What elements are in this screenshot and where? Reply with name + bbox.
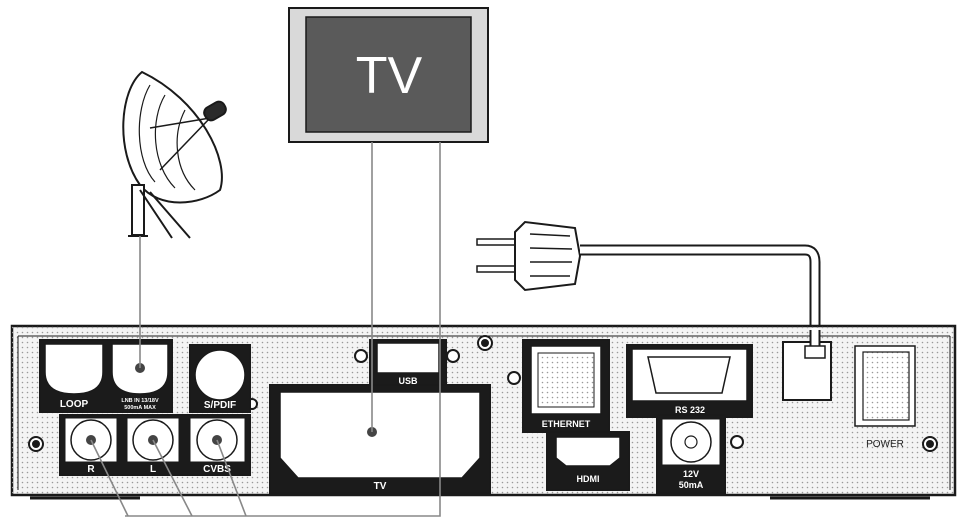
lnb-in-label-line1: LNB IN 13/18V xyxy=(121,398,159,404)
audio-l-label: L xyxy=(150,464,156,475)
cable-audio-l xyxy=(152,439,193,517)
power-switch[interactable] xyxy=(862,351,910,421)
scart-tv-port[interactable] xyxy=(279,391,481,479)
usb-label: USB xyxy=(398,376,418,386)
power-switch-group: POWER xyxy=(854,345,916,450)
spdif-port-group: S/PDIF xyxy=(189,344,251,413)
power-cord-inner xyxy=(580,246,819,350)
scart-tv-label: TV xyxy=(374,481,387,492)
rs232-label: RS 232 xyxy=(675,405,705,415)
dc-label-line1: 12V xyxy=(683,469,699,479)
ethernet-label: ETHERNET xyxy=(542,419,591,429)
audio-r-label: R xyxy=(87,464,95,475)
hdmi-port-group: HDMI xyxy=(546,431,630,491)
tv-set: TV xyxy=(288,7,489,143)
loop-port[interactable] xyxy=(44,343,104,395)
dc-label-line2: 50mA xyxy=(679,480,704,490)
usb-port[interactable] xyxy=(376,342,440,374)
ethernet-port-group: ETHERNET xyxy=(522,339,610,433)
connection-cables xyxy=(90,142,441,517)
power-plug-icon xyxy=(476,220,582,292)
cable-cvbs xyxy=(216,439,247,517)
loop-label: LOOP xyxy=(60,399,89,410)
satellite-dish-icon xyxy=(122,70,227,239)
cable-audio-r xyxy=(90,439,129,517)
lnb-in-label-line2: 500mA MAX xyxy=(124,405,156,411)
scart-port-group: TV xyxy=(269,384,491,494)
rs232-port[interactable] xyxy=(647,356,731,394)
tv-label: TV xyxy=(356,47,423,105)
dc-power-port-group: 12V 50mA xyxy=(656,414,726,494)
lnb-port-group: LOOP LNB IN 13/18V 500mA MAX xyxy=(39,339,173,413)
spdif-label: S/PDIF xyxy=(204,400,236,411)
tv-screen xyxy=(305,16,472,133)
cvbs-label: CVBS xyxy=(203,464,231,475)
power-label: POWER xyxy=(866,439,904,450)
hdmi-port[interactable] xyxy=(555,436,621,467)
usb-port-group: USB xyxy=(369,339,447,389)
rs232-port-group: RS 232 xyxy=(626,344,753,418)
hdmi-label: HDMI xyxy=(577,474,600,484)
cable-tv-to-rca xyxy=(125,142,441,517)
spdif-port[interactable] xyxy=(194,349,246,401)
